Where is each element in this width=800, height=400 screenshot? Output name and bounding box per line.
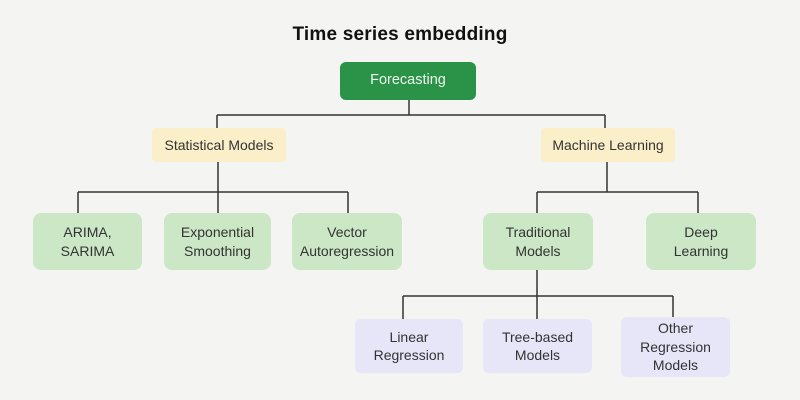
node-vector-autoregression: Vector Autoregression bbox=[292, 213, 402, 270]
connector-machine-children bbox=[536, 162, 699, 213]
connector-traditional-children bbox=[402, 270, 674, 319]
node-tree-based-models: Tree-based Models bbox=[483, 319, 592, 373]
node-forecasting: Forecasting bbox=[340, 62, 476, 100]
node-deep-learning: Deep Learning bbox=[646, 213, 756, 270]
node-linear-regression: Linear Regression bbox=[355, 319, 463, 373]
node-other-regression-models: Other Regression Models bbox=[621, 317, 730, 377]
diagram-title: Time series embedding bbox=[292, 24, 508, 45]
node-statistical-models: Statistical Models bbox=[152, 128, 286, 162]
connector-statistical-children bbox=[77, 162, 349, 213]
node-traditional-models: Traditional Models bbox=[483, 213, 593, 270]
connector-forecasting-children bbox=[216, 100, 606, 128]
node-exponential-smoothing: Exponential Smoothing bbox=[164, 213, 271, 270]
node-machine-learning: Machine Learning bbox=[541, 128, 675, 162]
node-arima-sarima: ARIMA, SARIMA bbox=[33, 213, 142, 270]
